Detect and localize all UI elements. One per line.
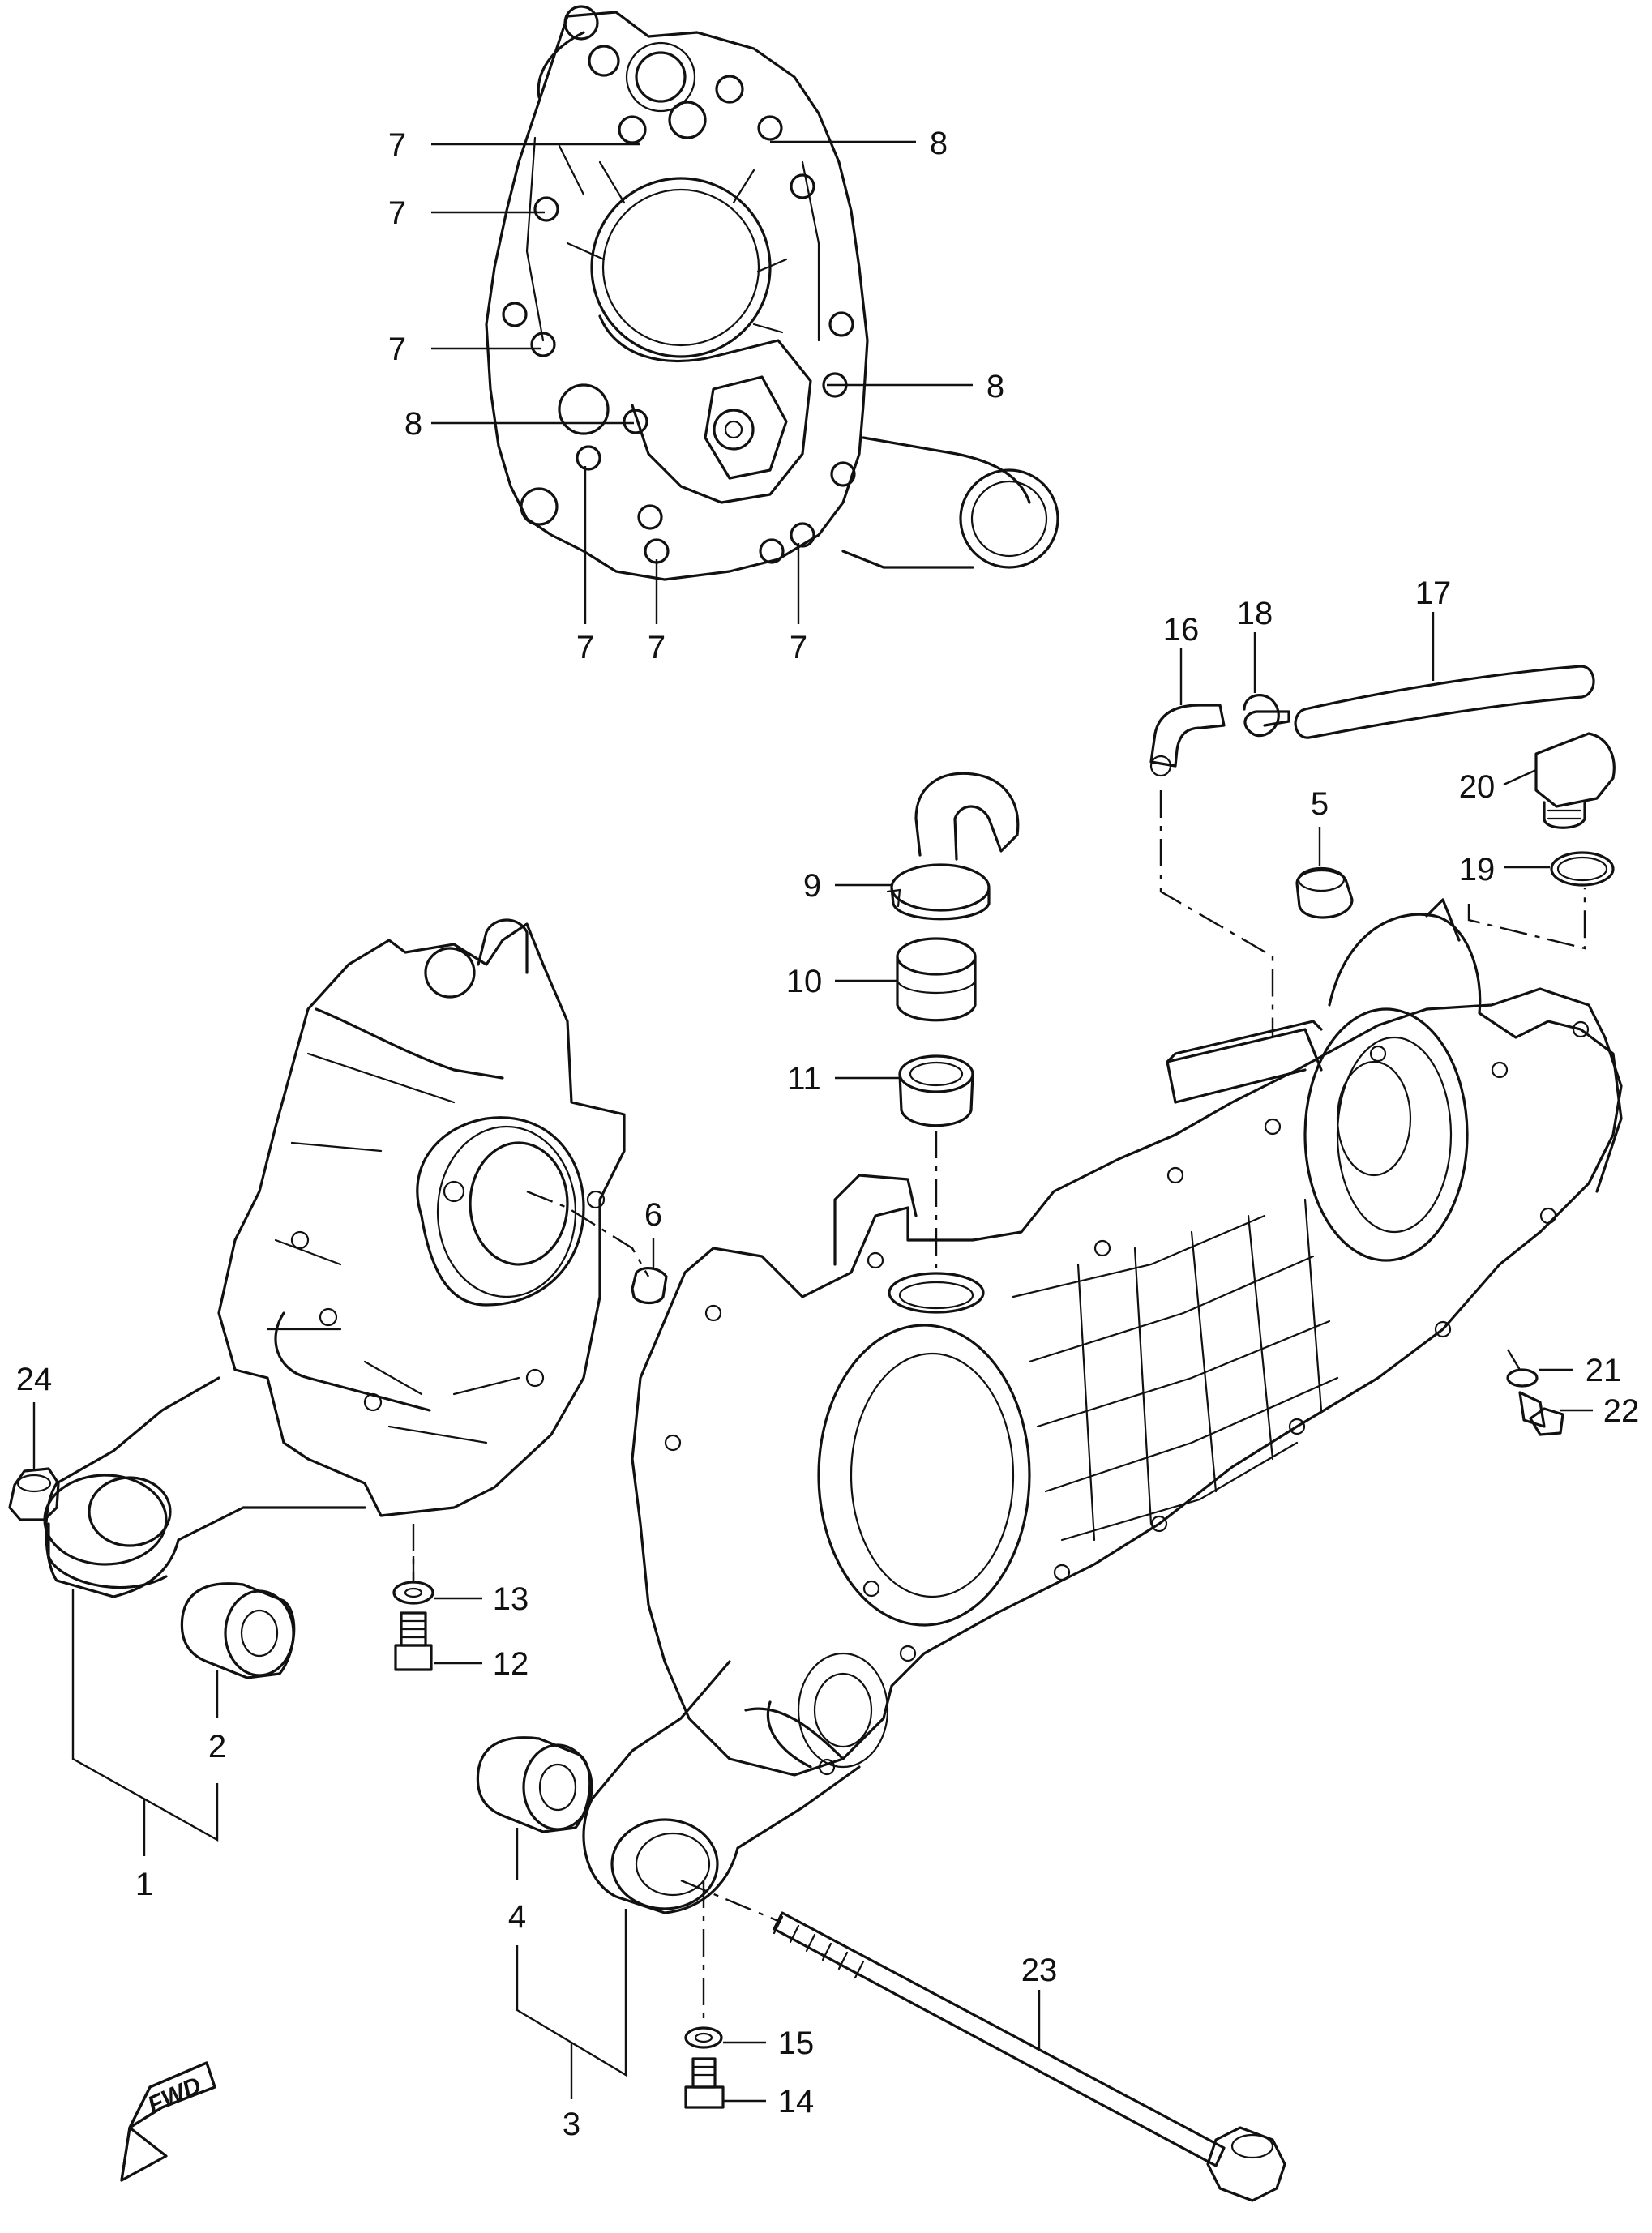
long-bolt xyxy=(773,1911,1286,2202)
washer-21 xyxy=(1506,1368,1539,1388)
dowel-pin xyxy=(631,1266,668,1305)
callout-9: 9 xyxy=(803,868,821,904)
callout-8-c: 8 xyxy=(404,406,422,442)
callout-11: 11 xyxy=(787,1061,821,1097)
callout-7-a: 7 xyxy=(388,127,406,163)
callout-5: 5 xyxy=(1311,786,1329,822)
callout-8-a: 8 xyxy=(930,126,948,161)
fwd-label: FWD xyxy=(143,2072,205,2119)
o-ring xyxy=(1550,851,1615,887)
callout-6: 6 xyxy=(644,1197,662,1233)
callout-22: 22 xyxy=(1603,1393,1640,1429)
breather-group xyxy=(1149,665,1595,777)
bushing-left xyxy=(180,1582,296,1679)
callout-15: 15 xyxy=(778,2026,815,2061)
breather-elbow xyxy=(1149,704,1226,768)
callout-7-d: 7 xyxy=(576,630,594,665)
leader-lines xyxy=(32,140,1593,2103)
callout-7-f: 7 xyxy=(790,630,807,665)
washer-15 xyxy=(684,2026,723,2049)
callout-19: 19 xyxy=(1459,852,1496,888)
grommet xyxy=(898,1054,974,1127)
breather-hose xyxy=(1294,665,1595,739)
bolt-12 xyxy=(394,1611,433,1671)
bushing-lower xyxy=(476,1736,593,1833)
washer-13 xyxy=(392,1581,434,1605)
callout-3: 3 xyxy=(563,2107,580,2142)
oil-filler-cap xyxy=(1534,732,1616,829)
callout-2: 2 xyxy=(208,1729,226,1765)
callout-18: 18 xyxy=(1237,596,1273,631)
callout-7-c: 7 xyxy=(388,332,406,367)
callout-4: 4 xyxy=(508,1899,526,1935)
callout-7-e: 7 xyxy=(648,630,666,665)
callout-8-b: 8 xyxy=(986,369,1004,404)
callout-17: 17 xyxy=(1415,575,1452,611)
callout-labels: 7 7 7 8 8 8 7 7 7 16 18 17 20 5 19 9 10 … xyxy=(16,126,1640,2142)
callout-10: 10 xyxy=(786,964,823,999)
nut xyxy=(8,1467,60,1521)
crankcase-left xyxy=(43,918,626,1598)
intake-seal xyxy=(896,937,977,1022)
fwd-arrow: FWD xyxy=(120,2061,216,2182)
hose-clamp xyxy=(1243,694,1290,738)
callout-13: 13 xyxy=(493,1581,529,1617)
intake-hose xyxy=(886,772,1020,921)
callout-12: 12 xyxy=(493,1646,529,1682)
crankcase-cover-right xyxy=(485,5,1059,581)
crankcase-main xyxy=(582,898,1623,1914)
rubber-cushion xyxy=(1295,866,1354,919)
callout-24: 24 xyxy=(16,1362,53,1397)
bolt-14 xyxy=(684,2057,725,2109)
callout-23: 23 xyxy=(1021,1953,1058,1988)
callout-1: 1 xyxy=(135,1867,153,1902)
bolt-22 xyxy=(1518,1391,1564,1436)
callout-16: 16 xyxy=(1163,612,1200,648)
callout-14: 14 xyxy=(778,2084,815,2120)
callout-21: 21 xyxy=(1586,1353,1622,1388)
callout-7-b: 7 xyxy=(388,195,406,231)
callout-20: 20 xyxy=(1459,769,1496,805)
